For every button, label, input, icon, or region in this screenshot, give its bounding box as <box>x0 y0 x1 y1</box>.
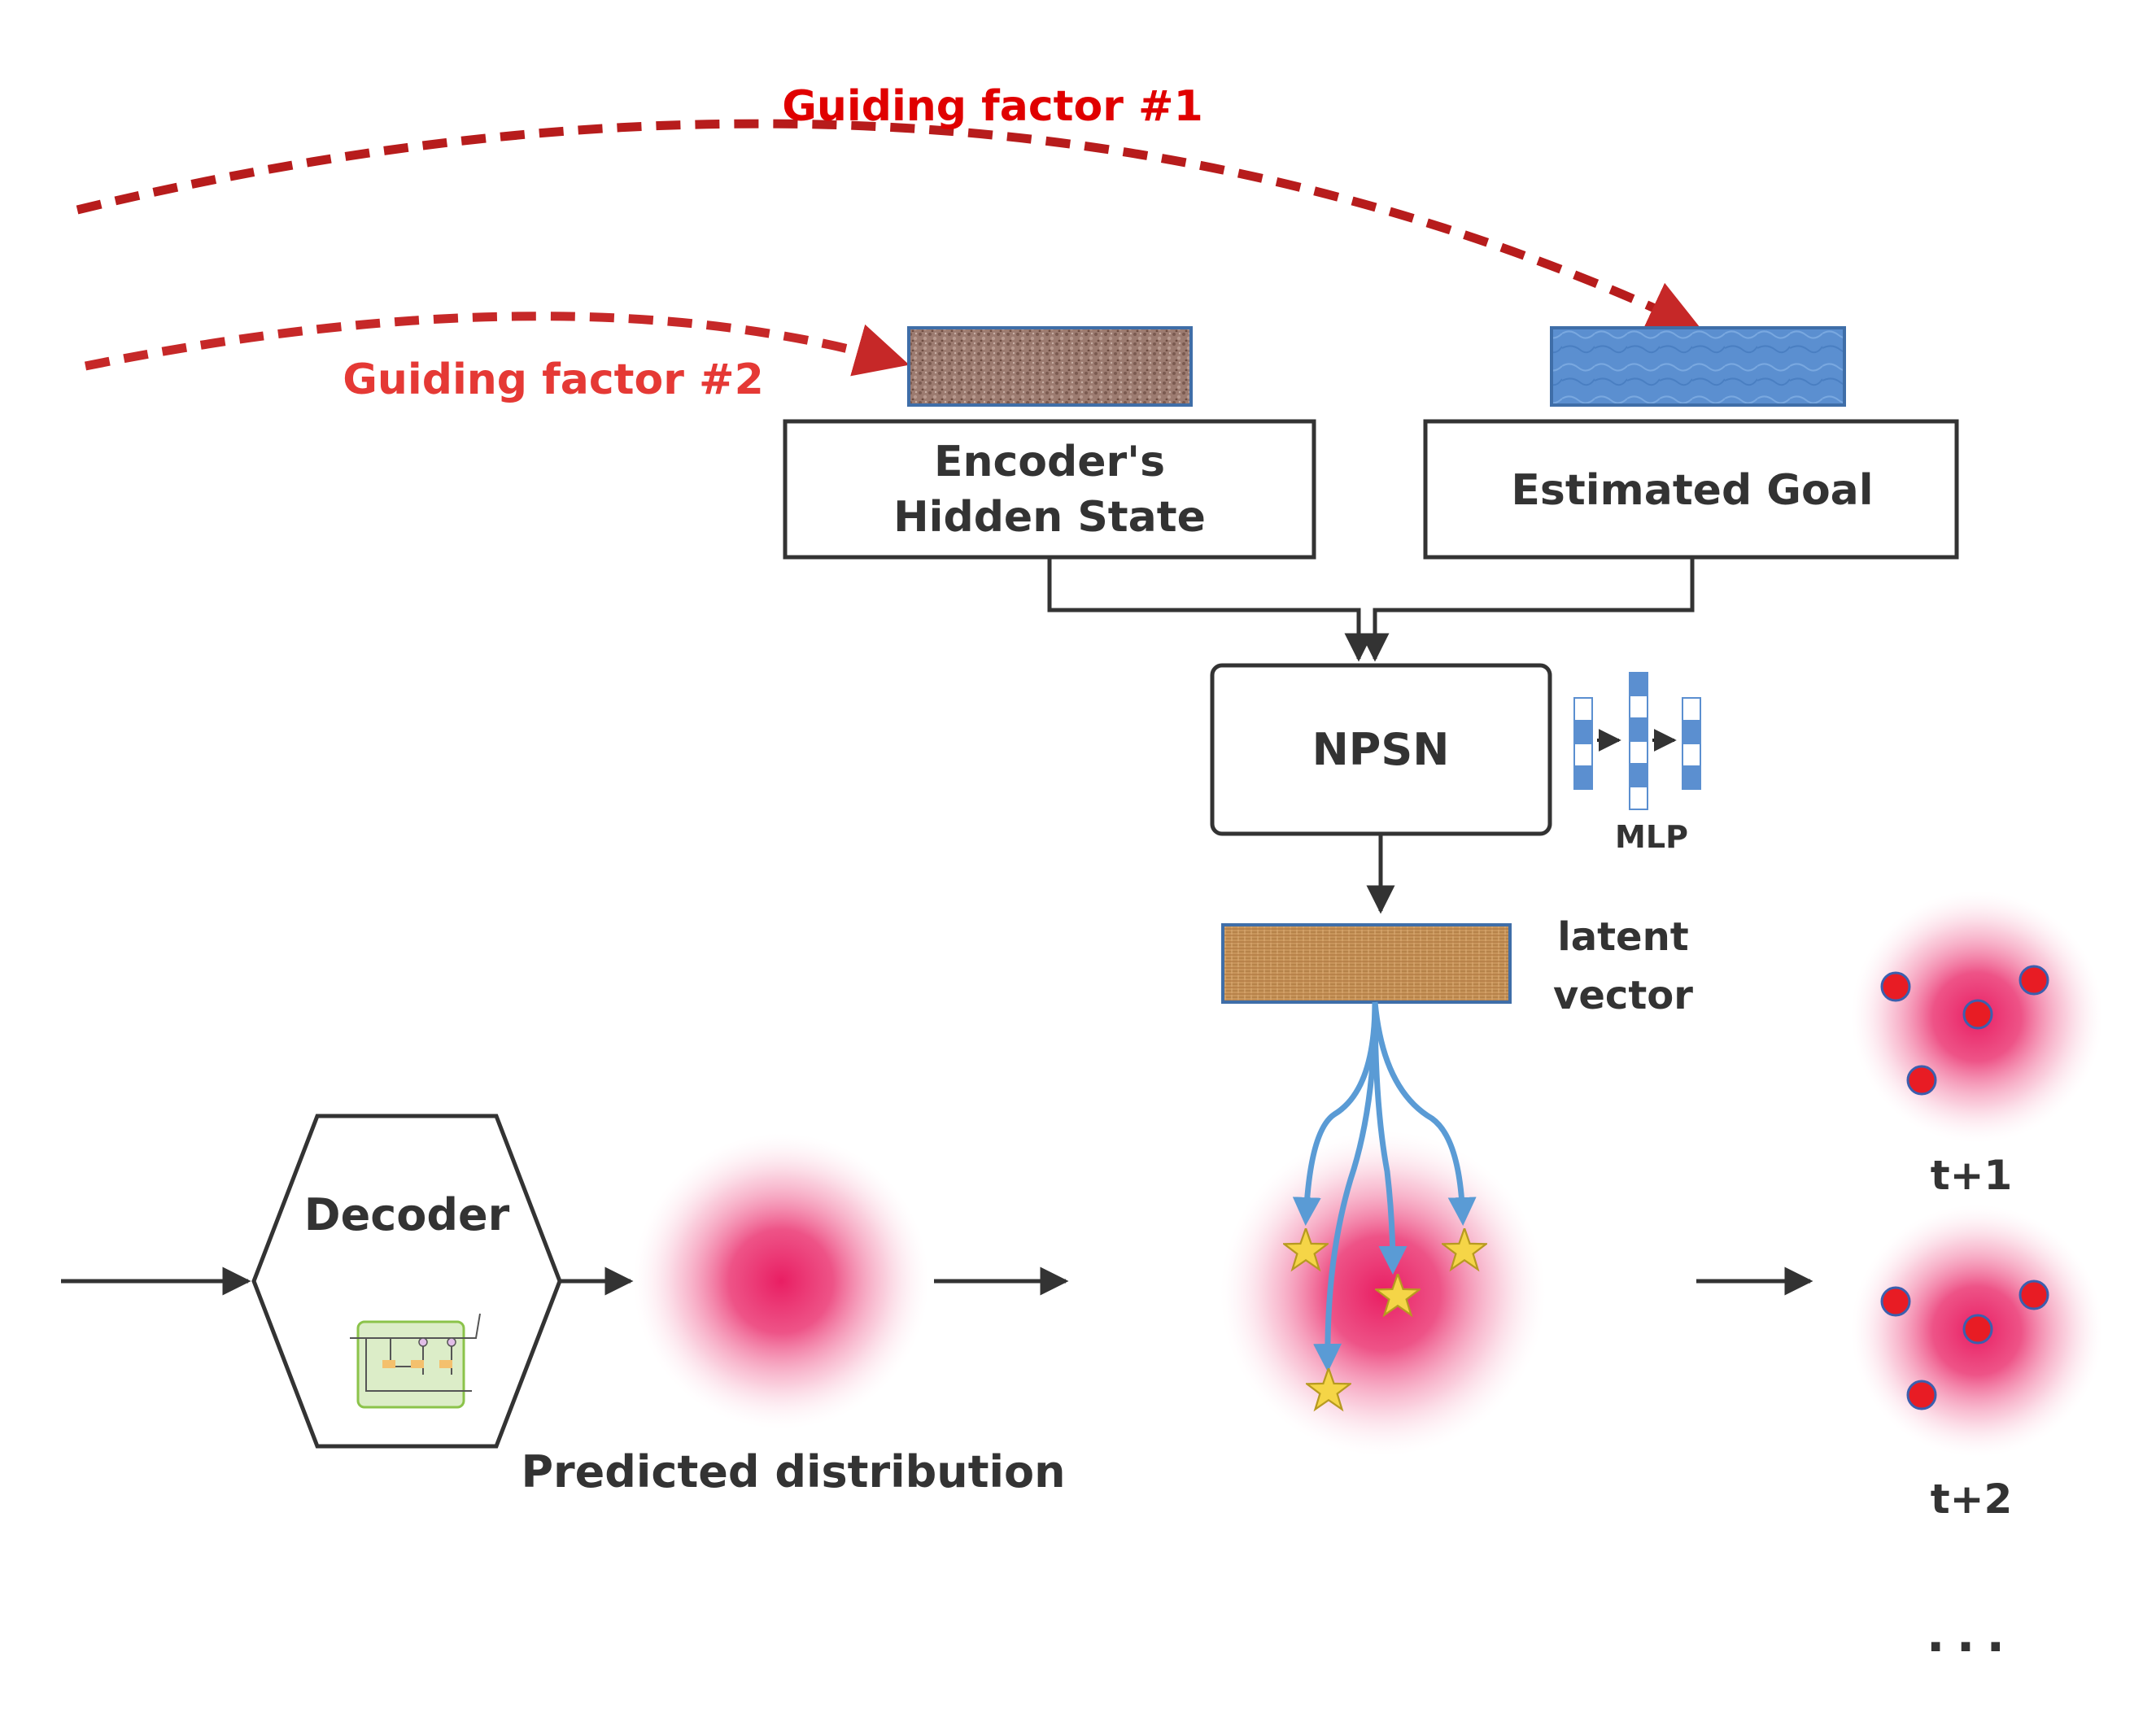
output-points-t1 <box>1880 965 2049 1096</box>
encoder-to-npsn-connector <box>1047 557 1373 662</box>
estimated-goal-bar <box>1550 326 1846 407</box>
latent-vector-bar <box>1221 923 1512 1004</box>
estimated-goal-box <box>1423 419 1959 560</box>
estimated-goal-label: Estimated Goal <box>1511 466 1873 515</box>
mlp-label: MLP <box>1615 819 1688 855</box>
encoder-hidden-state-bar <box>907 326 1193 407</box>
decoder-hexagon <box>251 1114 562 1449</box>
latent-label-line2: vector <box>1553 973 1693 1018</box>
predicted-distribution-label: Predicted distribution <box>521 1446 1065 1497</box>
latent-label-line1: latent <box>1557 914 1688 960</box>
guiding-factor-1-label: Guiding factor #1 <box>782 82 1203 131</box>
t-plus-2-label: t+2 <box>1931 1476 2013 1523</box>
output-points-t2 <box>1880 1280 2049 1410</box>
encoder-box-line1: Encoder's <box>934 438 1165 486</box>
goal-to-npsn-connector <box>1360 557 1695 662</box>
t-plus-1-label: t+1 <box>1931 1152 2013 1199</box>
latent-fan-lines <box>1292 1001 1477 1372</box>
npsn-label: NPSN <box>1312 724 1450 775</box>
guiding-factor-2-curve <box>84 312 910 377</box>
mlp-network-icon <box>1573 672 1701 810</box>
ellipsis-label: ... <box>1927 1606 2016 1663</box>
encoder-box-line2: Hidden State <box>893 493 1206 542</box>
predicted-distribution-blob <box>633 1133 929 1429</box>
guiding-factor-2-label: Guiding factor #2 <box>343 355 764 404</box>
decoder-label: Decoder <box>304 1189 510 1240</box>
lstm-cell-icon <box>350 1313 481 1409</box>
guiding-factor-1-curve <box>76 119 1702 332</box>
